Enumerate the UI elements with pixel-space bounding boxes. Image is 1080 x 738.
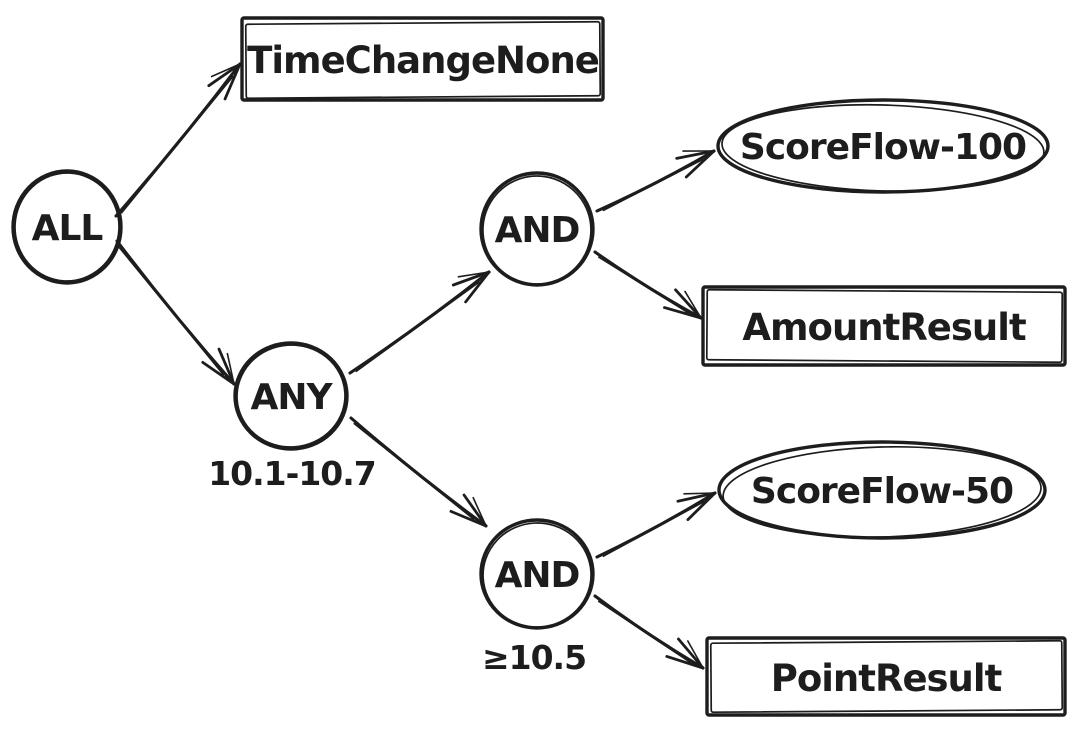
edges-layer (114, 62, 717, 670)
edge-any-and-upper-arrowhead-b (464, 270, 491, 304)
any-condition-label: 10.1-10.7 (208, 454, 376, 493)
node-score-flow-50: ScoreFlow-50 (717, 440, 1047, 540)
amount-result-label: AmountResult (742, 306, 1026, 349)
edge-and-upper-score-flow-100-arrowhead-a (675, 149, 716, 160)
node-time-change-none: TimeChangeNone (240, 16, 605, 102)
point-result-box (705, 636, 1067, 717)
point-result-label: PointResult (771, 657, 1002, 700)
edge-any-and-upper-line (348, 270, 491, 375)
edge-and-upper-amount-result-arrowhead-a (674, 288, 703, 320)
edge-all-any-arrowhead-sketch (226, 352, 235, 385)
time-change-none-label: TimeChangeNone (247, 39, 599, 82)
any-circle (233, 341, 349, 451)
node-amount-result: AmountResult (701, 285, 1067, 367)
all-circle (11, 169, 123, 285)
amount-result-box (701, 285, 1067, 367)
time-change-none-box (240, 16, 605, 102)
amount-result-box-sketch (705, 288, 1064, 364)
edge-all-time-change-none-arrowhead-b (223, 62, 242, 101)
edge-and-lower-score-flow-50-arrowhead-sketch (683, 492, 716, 495)
edge-all-time-change-none-arrowhead-a (207, 62, 242, 88)
edge-any-and-lower-line-sketch (353, 422, 475, 520)
all-label: ALL (32, 208, 103, 249)
edge-all-any-line (115, 239, 236, 386)
edge-all-time-change-none-arrowhead-sketch (210, 63, 241, 78)
edge-any-and-lower-arrowhead-a (462, 493, 488, 528)
score-flow-50-ellipse-sketch (722, 445, 1042, 539)
time-change-none-box-sketch (244, 20, 602, 100)
node-score-flow-100: ScoreFlow-100 (716, 98, 1050, 194)
edge-and-lower-score-flow-50 (595, 491, 717, 559)
edge-any-and-lower-arrowhead-b (449, 509, 488, 528)
and-upper-circle (479, 171, 595, 287)
edge-and-lower-score-flow-50-line (595, 491, 717, 559)
edge-and-upper-amount-result-line-sketch (598, 256, 689, 314)
edge-all-time-change-none-line (114, 62, 242, 218)
edge-and-lower-score-flow-50-arrowhead-a (676, 491, 717, 503)
edge-and-lower-score-flow-50-line-sketch (602, 501, 705, 557)
edge-and-upper-score-flow-100-line-sketch (602, 158, 704, 212)
edge-and-upper-score-flow-100-line (595, 149, 716, 213)
any-circle-sketch (236, 344, 346, 448)
score-flow-100-label: ScoreFlow-100 (740, 127, 1026, 168)
edge-any-and-upper-arrowhead-sketch (457, 271, 490, 278)
edge-and-lower-point-result-arrowhead-sketch (687, 640, 704, 669)
all-circle-sketch (14, 172, 120, 282)
edge-and-lower-point-result-line-sketch (597, 600, 691, 663)
edge-and-upper-amount-result (593, 250, 703, 320)
edge-and-lower-point-result-arrowhead-b (665, 655, 705, 670)
score-flow-100-ellipse (716, 98, 1050, 194)
node-point-result: PointResult (705, 636, 1067, 717)
edge-and-lower-point-result-line (593, 594, 705, 670)
edge-and-lower-point-result (593, 594, 705, 670)
node-and-upper: AND (479, 171, 595, 287)
edge-any-and-lower (349, 416, 488, 528)
edge-and-lower-score-flow-50-arrowhead-b (686, 491, 717, 522)
score-flow-50-label: ScoreFlow-50 (751, 471, 1013, 512)
edge-any-and-lower-arrowhead-sketch (472, 496, 487, 527)
edge-all-time-change-none (114, 62, 242, 218)
and-upper-label: AND (495, 210, 580, 251)
and-lower-circle (479, 518, 595, 630)
edge-and-upper-amount-result-arrowhead-b (663, 306, 703, 320)
edge-all-any-arrowhead-b (201, 360, 236, 386)
node-and-lower: AND ≥10.5 (479, 518, 595, 677)
score-flow-100-ellipse-sketch (721, 103, 1045, 193)
edge-and-upper-amount-result-arrowhead-sketch (684, 290, 702, 319)
and-lower-condition-label: ≥10.5 (482, 638, 586, 677)
edge-all-any (115, 239, 236, 386)
point-result-box-sketch (709, 639, 1064, 714)
edge-any-and-upper (348, 270, 491, 375)
edge-all-any-arrowhead-a (217, 347, 236, 386)
any-label: ANY (250, 377, 333, 418)
edge-and-upper-score-flow-100 (595, 149, 716, 213)
score-flow-50-ellipse (717, 440, 1047, 540)
node-all: ALL (11, 169, 123, 285)
edge-and-upper-score-flow-100-arrowhead-b (684, 149, 716, 179)
and-lower-circle-sketch (482, 522, 592, 628)
edge-any-and-upper-arrowhead-a (451, 270, 491, 287)
edge-and-lower-point-result-arrowhead-a (677, 637, 705, 670)
edge-all-any-line-sketch (118, 246, 225, 376)
and-upper-circle-sketch (482, 175, 592, 285)
edge-all-time-change-none-line-sketch (120, 75, 234, 214)
node-any: ANY 10.1-10.7 (208, 341, 377, 493)
edge-any-and-upper-line-sketch (355, 281, 480, 373)
edge-and-upper-amount-result-line (593, 250, 703, 320)
and-lower-label: AND (495, 555, 580, 596)
